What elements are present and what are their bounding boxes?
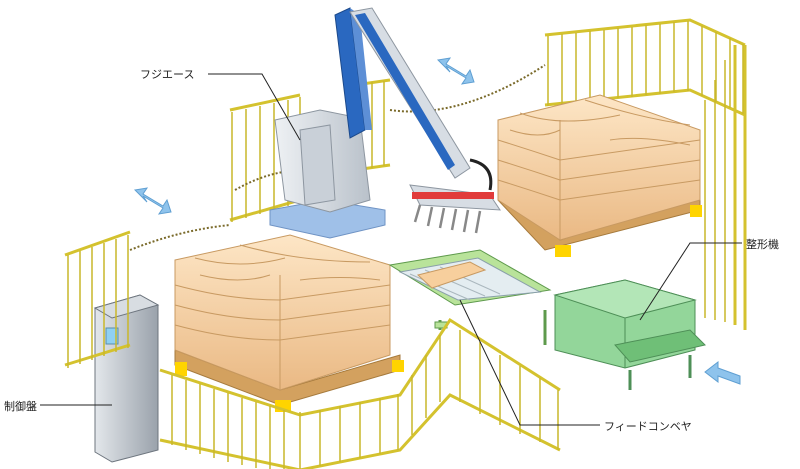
shaping-machine bbox=[553, 279, 706, 390]
double-headed-arrow-icon-left bbox=[133, 187, 172, 215]
feed-direction-arrow-icon bbox=[704, 360, 741, 385]
label-robot: フジエース bbox=[140, 68, 195, 81]
safety-chains bbox=[129, 64, 546, 251]
fence-back-left bbox=[229, 93, 301, 222]
pallet-stack-right bbox=[497, 94, 702, 257]
control-cabinet bbox=[93, 294, 160, 463]
label-shaper: 整形機 bbox=[746, 238, 779, 251]
pallet-stack-left bbox=[174, 234, 404, 412]
double-headed-arrow-icon bbox=[436, 57, 475, 85]
leader-lines bbox=[40, 73, 742, 426]
fence-front-left bbox=[64, 230, 131, 368]
label-feed-conveyor: フィードコンベヤ bbox=[604, 420, 692, 433]
feed-conveyor bbox=[388, 249, 552, 345]
fence-front bbox=[159, 317, 561, 469]
label-controller: 制御盤 bbox=[4, 400, 37, 413]
robot-fuji-ace bbox=[269, 7, 501, 239]
